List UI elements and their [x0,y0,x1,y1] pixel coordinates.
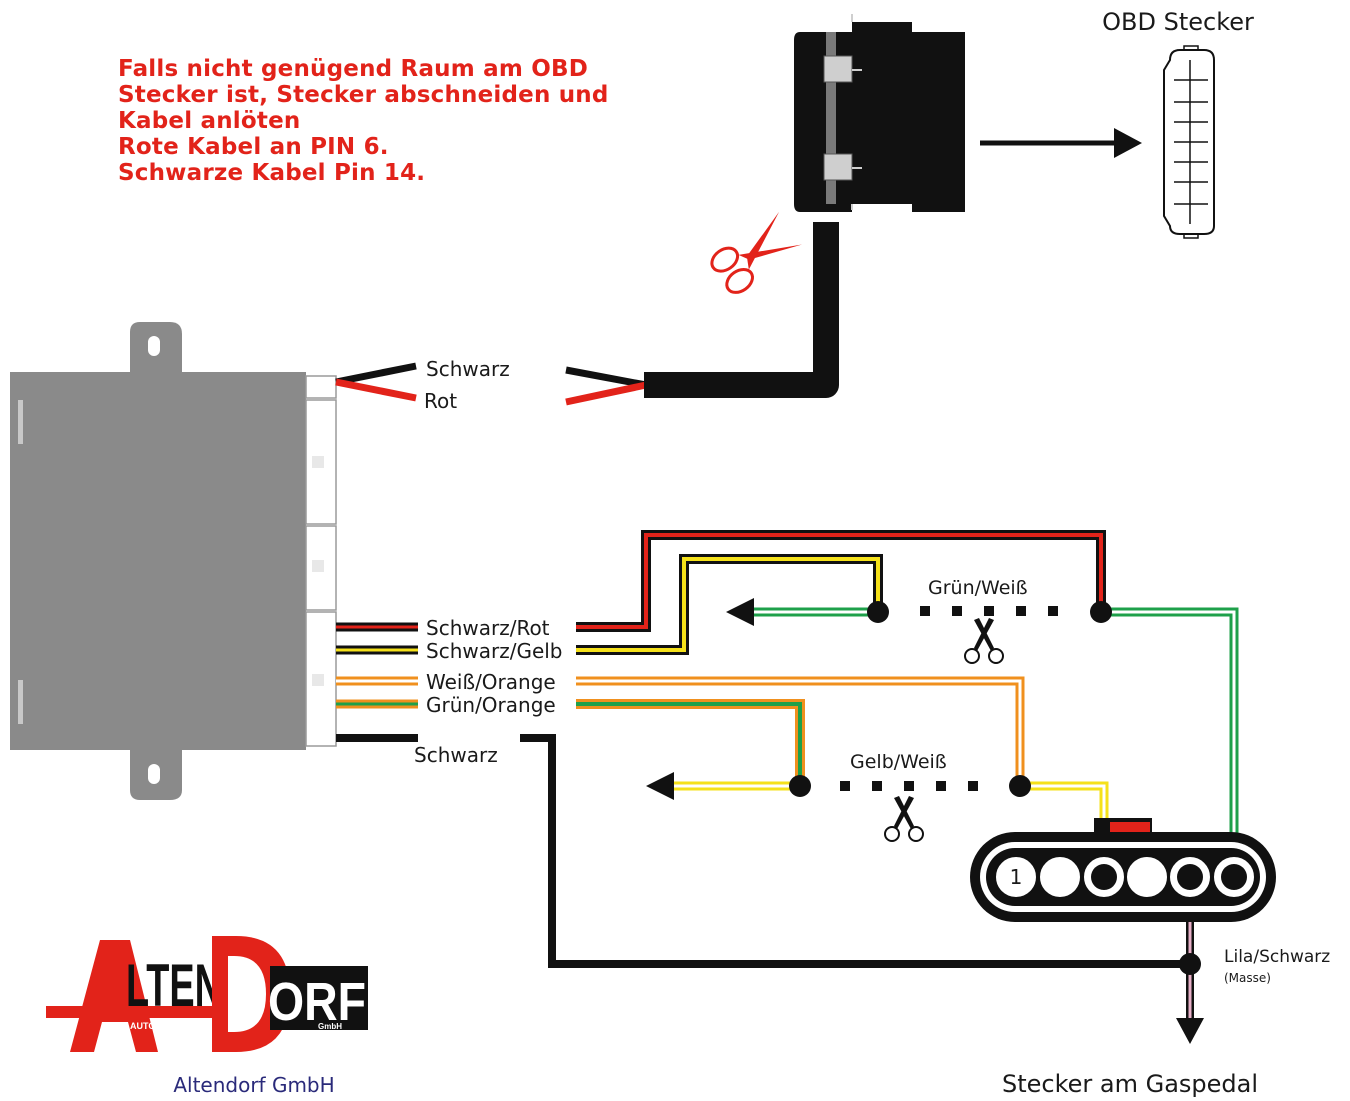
logo-gmbh-small: GmbH [318,1022,342,1031]
obd-socket-icon [1163,45,1215,239]
label-schwarz-rot: Schwarz/Rot [426,616,550,640]
node-bottom-left [789,775,811,797]
obd-wire-pair-left [335,362,417,402]
wire-schwarz-rot [576,530,1106,632]
warning-text: Falls nicht genügend Raum am OBD Stecker… [118,56,609,186]
cut-line-top [920,606,1058,616]
control-module [10,322,337,800]
label-lila-schwarz: Lila/Schwarz [1224,947,1330,967]
label-gruen-orange: Grün/Orange [426,693,556,717]
warning-line-5: Schwarze Kabel Pin 14. [118,160,426,186]
label-gruen-weiss: Grün/Weiß [928,577,1028,599]
wire-schwarz-masse [520,734,1190,968]
label-weiss-orange: Weiß/Orange [426,670,556,694]
wire-gruen-weiss [1101,607,1239,876]
obd-title: OBD Stecker [1102,8,1254,36]
cut-line-bottom [840,781,978,791]
label-rot: Rot [424,389,457,413]
wire-gruen-weiss-arrow [726,598,878,626]
scissors-top-icon [964,618,1004,664]
label-gelb-weiss: Gelb/Weiß [850,751,947,773]
wire-gelb-weiss-arrow [646,772,800,800]
obd-wire-pair-right [565,222,839,406]
altendorf-logo: A LTEN D ORF AUTOMOTIVE GmbH [46,936,368,1052]
node-masse [1179,953,1201,975]
warning-line-1: Falls nicht genügend Raum am OBD [118,56,588,82]
pedal-connector-title: Stecker am Gaspedal [1002,1070,1258,1098]
label-schwarz-bottom: Schwarz [414,743,498,767]
gas-pedal-connector [970,818,1276,922]
node-top-right [1090,601,1112,623]
node-top-left [867,601,889,623]
module-wire-stubs [336,622,418,742]
label-schwarz-gelb: Schwarz/Gelb [426,639,563,663]
obd-connector-plug [794,14,965,212]
scissors-bottom-icon [884,796,924,842]
logo-automotive: AUTOMOTIVE [130,1021,190,1031]
logo-lten: LTEN [126,952,222,1019]
wire-weiss-orange [576,676,1025,784]
wire-schwarz-gelb [576,554,883,655]
logo-orf: ORF [268,972,366,1032]
label-masse: (Masse) [1224,971,1271,985]
label-schwarz-top: Schwarz [426,357,510,381]
company-name: Altendorf GmbH [173,1073,334,1097]
warning-line-3: Kabel anlöten [118,108,301,134]
wire-gruen-orange [576,699,805,784]
pin-one-label: 1 [1010,865,1023,889]
arrow-to-obd [980,128,1142,158]
warning-line-2: Stecker ist, Stecker abschneiden und [118,82,609,108]
scissors-red-icon [710,211,803,294]
node-bottom-right [1009,775,1031,797]
warning-line-4: Rote Kabel an PIN 6. [118,134,389,160]
